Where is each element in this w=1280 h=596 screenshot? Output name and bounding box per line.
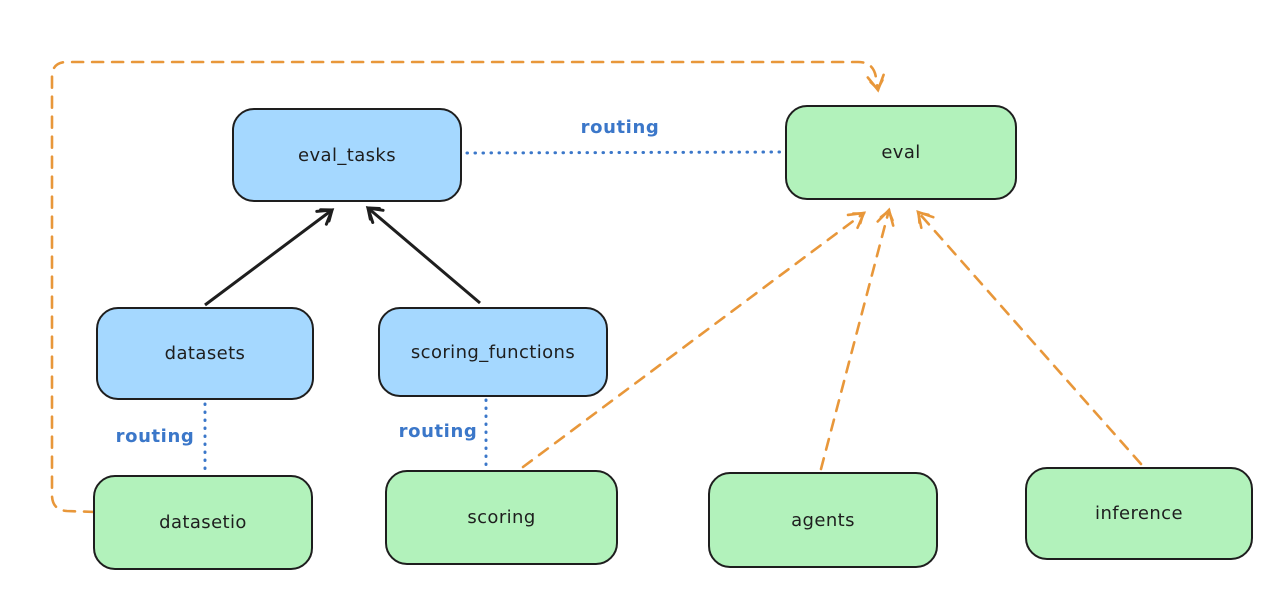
node-eval-tasks: eval_tasks [232,108,462,202]
edge-datasets-to-eval-tasks [204,208,335,307]
node-scoring-functions: scoring_functions [378,307,608,397]
node-inference-label: inference [1095,503,1183,524]
routing-label-eval: routing [580,117,660,138]
edge-eval-tasks-to-eval-routing [465,150,784,155]
node-eval-tasks-label: eval_tasks [297,144,397,166]
edge-agents-to-eval [819,207,895,471]
routing-label-scoring: routing [398,421,478,442]
edge-scoring-functions-to-eval-tasks [365,206,481,305]
node-scoring-label: scoring [467,507,536,528]
node-datasets: datasets [96,307,314,400]
node-eval-label: eval [881,142,921,163]
node-scoring-functions-label: scoring_functions [410,341,576,363]
routing-label-datasetio: routing [115,426,195,447]
edge-inference-to-eval [916,210,1143,466]
node-agents-label: agents [791,509,855,531]
node-inference: inference [1025,467,1253,560]
node-datasets-label: datasets [164,343,246,364]
node-eval: eval [785,105,1017,200]
node-agents: agents [708,472,938,568]
node-datasetio-label: datasetio [159,512,247,533]
node-datasetio: datasetio [93,475,313,570]
node-scoring: scoring [385,470,618,565]
